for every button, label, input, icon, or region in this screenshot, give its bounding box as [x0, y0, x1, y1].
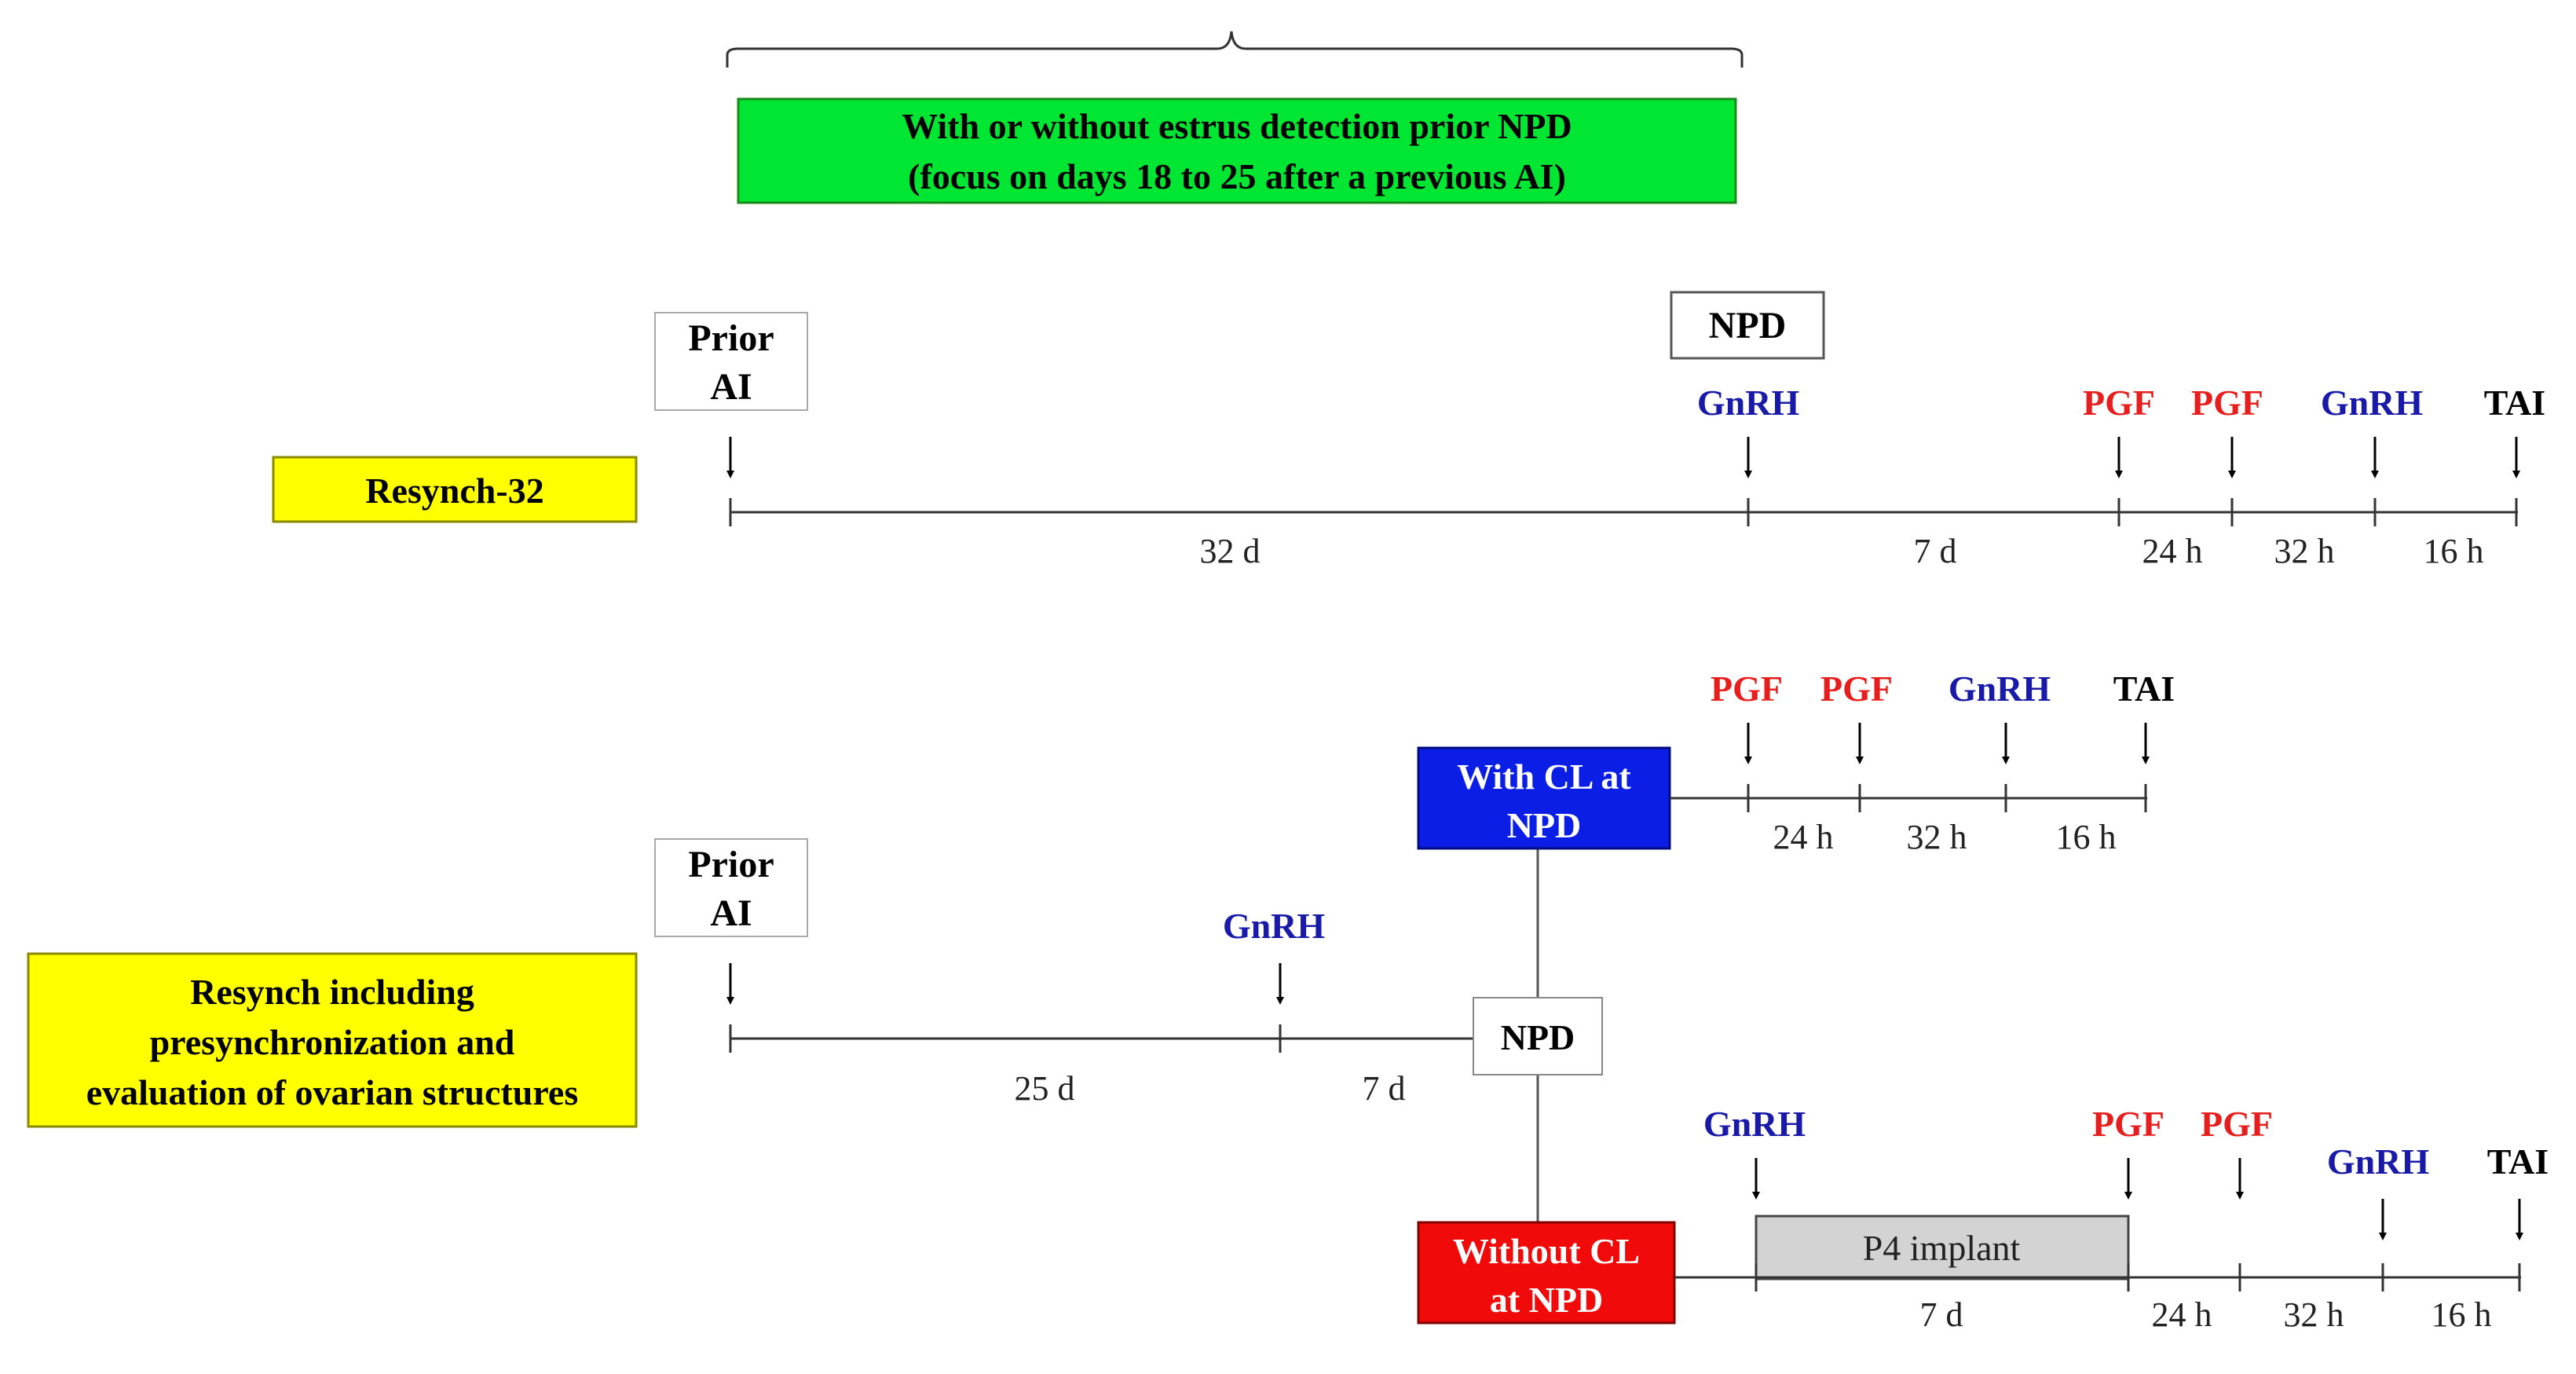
presynch-label-line2: presynchronization and	[150, 1022, 515, 1062]
resynch32-prior-ai-box	[654, 312, 808, 411]
resynch32-npd-box	[1670, 291, 1825, 360]
with-cl-arrows	[1744, 723, 2150, 764]
resynch32-label-box	[272, 456, 638, 523]
with-cl-interval-16h: 16 h	[2056, 818, 2117, 856]
with-cl-gnrh: GnRH	[1948, 669, 2051, 709]
with-cl-label-line1: With CL at	[1457, 757, 1631, 797]
without-cl-label-line1: Without CL	[1453, 1231, 1640, 1271]
presynch-label-line3: evaluation of ovarian structures	[86, 1072, 579, 1112]
resynch32-prior-ai-line2: AI	[710, 366, 752, 408]
estrus-detection-note-box	[737, 97, 1737, 204]
without-cl-pgf2: PGF	[2201, 1104, 2273, 1144]
presynch-npd-box	[1473, 997, 1603, 1075]
presynch-gnrh: GnRH	[1223, 906, 1326, 946]
with-cl-box	[1417, 746, 1671, 850]
resynch32-interval-32d: 32 d	[1200, 532, 1261, 570]
without-cl-branch: Without CL at NPD P4 implant GnRH PGF	[1417, 1104, 2549, 1334]
resynch32-gnrh1: GnRH	[1697, 383, 1800, 423]
with-cl-interval-32h: 32 h	[1907, 818, 1967, 856]
with-cl-pgf2: PGF	[1820, 669, 1893, 709]
presynch-prior-ai-line2: AI	[710, 892, 752, 934]
without-cl-interval-7d: 7 d	[1920, 1295, 1963, 1334]
resynch32-tai: TAI	[2484, 383, 2545, 423]
resynch32-npd-label: NPD	[1709, 305, 1787, 346]
resynch32-gnrh2: GnRH	[2321, 383, 2424, 423]
resynch32-interval-7d: 7 d	[1914, 532, 1957, 570]
resynch32-arrows	[726, 437, 2520, 478]
p4-implant-box	[1755, 1215, 2130, 1281]
without-cl-interval-24h: 24 h	[2152, 1295, 2212, 1334]
without-cl-ticks	[1755, 1263, 2521, 1292]
presynch-ticks	[729, 1024, 1282, 1053]
resynch32-interval-24h: 24 h	[2142, 532, 2203, 570]
without-cl-gnrh2: GnRH	[2327, 1141, 2430, 1182]
presynch-interval-7d: 7 d	[1363, 1069, 1406, 1108]
without-cl-label-line2: at NPD	[1490, 1280, 1603, 1320]
presynch-arrows	[726, 963, 1284, 1005]
p4-implant-label: P4 implant	[1863, 1228, 2021, 1268]
presynch-label-box	[27, 952, 638, 1128]
without-cl-interval-16h: 16 h	[2431, 1295, 2492, 1334]
presynch-interval-25d: 25 d	[1015, 1069, 1075, 1108]
without-cl-arrows	[1752, 1158, 2523, 1240]
presynch-prior-ai-line1: Prior	[688, 844, 774, 885]
resynch32-pgf1: PGF	[2083, 383, 2155, 423]
presynch-label-line1: Resynch including	[190, 972, 474, 1012]
resynch32-interval-16h: 16 h	[2424, 532, 2484, 570]
without-cl-box	[1417, 1221, 1676, 1325]
resynch32-interval-32h: 32 h	[2274, 532, 2335, 570]
resynch32-prior-ai-line1: Prior	[688, 317, 774, 359]
without-cl-tai: TAI	[2487, 1141, 2549, 1182]
presynch-prior-ai-box	[654, 838, 808, 937]
estrus-detection-note-line2: (focus on days 18 to 25 after a previous…	[908, 156, 1566, 196]
resynch32-pgf2: PGF	[2191, 383, 2263, 423]
without-cl-interval-32h: 32 h	[2284, 1295, 2344, 1334]
with-cl-branch: With CL at NPD PGF PGF GnRH TAI 24 h 32 …	[1417, 669, 2175, 856]
with-cl-interval-24h: 24 h	[1773, 818, 1834, 856]
resynch-presynch-protocol: Resynch including presynchronization and…	[27, 669, 2549, 1334]
resynch32-protocol: Resynch-32 Prior AI NPD GnRH PGF PGF GnR…	[272, 291, 2545, 570]
with-cl-tai: TAI	[2113, 669, 2175, 709]
resynch32-label: Resynch-32	[365, 471, 543, 511]
with-cl-label-line2: NPD	[1507, 805, 1582, 845]
with-cl-ticks	[1747, 784, 2147, 812]
with-cl-pgf1: PGF	[1711, 669, 1783, 709]
top-bracket	[726, 31, 1744, 68]
without-cl-pgf1: PGF	[2092, 1104, 2164, 1144]
resynch32-ticks	[729, 498, 2518, 526]
without-cl-gnrh1: GnRH	[1703, 1104, 1806, 1144]
estrus-detection-note-line1: With or without estrus detection prior N…	[902, 106, 1572, 146]
presynch-npd-label: NPD	[1501, 1017, 1575, 1057]
